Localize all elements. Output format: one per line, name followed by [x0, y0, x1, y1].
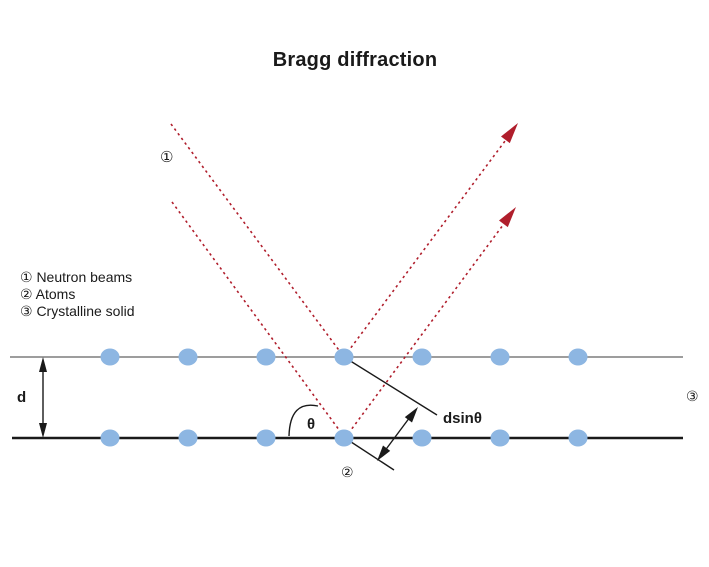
atom: [178, 348, 198, 366]
atom: [334, 429, 354, 447]
path-difference-arrowhead-upper: [404, 407, 418, 423]
diagram-title: Bragg diffraction: [272, 49, 438, 71]
atom: [412, 429, 432, 447]
d-arrowhead-top: [39, 357, 47, 372]
atom: [490, 348, 510, 366]
wavefront-line-lower: [344, 437, 395, 471]
construction-lines: [42, 356, 438, 471]
theta-label: θ: [307, 416, 316, 433]
atom: [568, 348, 588, 366]
reflected-beam-2: [344, 220, 507, 439]
wavefront-line-upper: [343, 356, 438, 416]
incident-beam-1: [170, 123, 345, 358]
beam-arrowhead-lower: [499, 207, 516, 228]
solid-marker-label: ③: [686, 388, 699, 404]
dsintheta-label: dsinθ: [443, 410, 482, 427]
atoms-layer: [100, 348, 588, 447]
legend-item-crystalline-solid: ③ Crystalline solid: [20, 303, 135, 319]
atom: [100, 429, 120, 447]
atom: [412, 348, 432, 366]
incident-beam-2: [171, 201, 346, 439]
theta-angle-arc: [288, 404, 319, 437]
atom: [490, 429, 510, 447]
atom: [100, 348, 120, 366]
legend-item-neutron-beams: ① Neutron beams: [20, 269, 133, 285]
atom-marker-label: ②: [341, 464, 354, 480]
beam-marker-label: ①: [160, 149, 174, 166]
atom: [256, 429, 276, 447]
atom: [334, 348, 354, 366]
beam-arrowheads: [499, 123, 518, 228]
construction-arrowheads: [39, 357, 418, 461]
reflected-beam-1: [343, 136, 509, 358]
d-spacing-label: d: [17, 389, 27, 406]
path-difference-arrowhead-lower: [377, 445, 391, 461]
neutron-beam-lines: [170, 123, 509, 439]
atom: [256, 348, 276, 366]
atom: [568, 429, 588, 447]
beam-arrowhead-upper: [501, 123, 518, 144]
legend-item-atoms: ② Atoms: [20, 286, 76, 302]
legend: ① Neutron beams ② Atoms ③ Crystalline so…: [20, 269, 134, 320]
atom: [178, 429, 198, 447]
d-arrowhead-bottom: [39, 423, 47, 438]
